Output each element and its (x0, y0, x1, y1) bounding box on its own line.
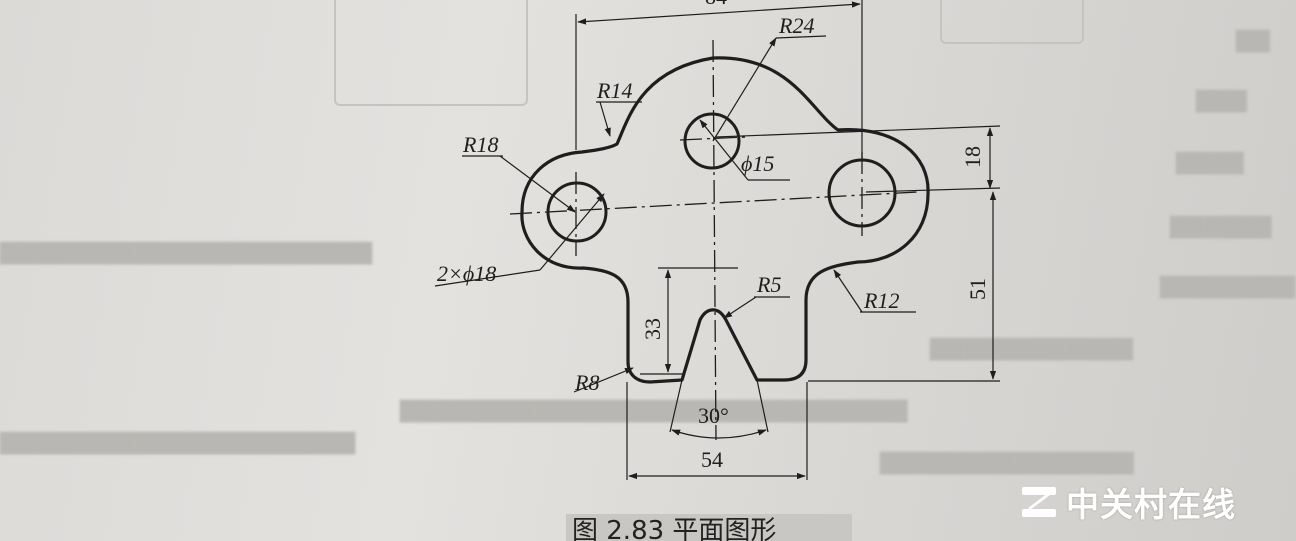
dim-r24: R24 (778, 13, 814, 38)
ghost-text-6: ▇▇▇▇▇▇▇▇▇▇▇▇ (930, 336, 1134, 361)
dim-r12: R12 (863, 288, 899, 313)
holes (546, 112, 897, 243)
ghost-text-1: ▇▇ (1236, 28, 1270, 53)
zol-logo-icon (1022, 487, 1056, 517)
dimension-lines (434, 0, 1001, 480)
dim-r5: R5 (756, 272, 781, 297)
ghost-frame-left (334, 0, 528, 106)
watermark: 中关村在线 (1020, 480, 1236, 524)
ghost-text-2: ▇▇▇ (1196, 88, 1247, 113)
ghost-text-7: ▇▇▇▇▇▇▇▇▇▇▇▇▇▇▇▇▇▇▇▇▇▇▇▇▇▇▇▇▇▇ (400, 398, 908, 423)
left-hole (546, 181, 608, 243)
dim-r8: R8 (574, 370, 599, 395)
top-hole-horizontal-axis (679, 136, 747, 141)
dim-phi15: ϕ15 (741, 151, 774, 176)
watermark-text: 中关村在线 (1066, 485, 1236, 524)
ghost-text-3: ▇▇▇▇ (1176, 150, 1244, 175)
ghost-text-5: ▇▇▇▇▇▇▇▇ (1160, 274, 1296, 299)
dim-r18: R18 (462, 132, 498, 157)
dim-51: 51 (965, 278, 990, 300)
figure-caption: 图 2.83 平面图形 (566, 514, 852, 541)
dim-18: 18 (960, 146, 985, 168)
vertical-center-line (712, 39, 717, 441)
ghost-text-9: ▇▇▇▇▇▇▇▇▇▇▇▇▇▇▇ (880, 450, 1134, 475)
part-outline (520, 56, 930, 384)
ghost-text-4: ▇▇▇▇▇▇ (1170, 214, 1272, 239)
ghost-text-8: ▇▇▇▇▇▇▇▇▇▇▇▇▇▇▇▇▇▇▇▇▇ (0, 430, 356, 455)
dim-54: 54 (701, 447, 723, 472)
ghost-frame-right (940, 0, 1084, 44)
dim-r14: R14 (596, 78, 632, 103)
top-hole (683, 112, 741, 170)
dim-33: 33 (640, 318, 665, 340)
ghost-text-10: ▇▇▇▇▇▇▇▇▇▇▇▇▇▇▇▇▇▇▇▇▇▇ (0, 240, 373, 265)
dim-2-holes: 2×ϕ18 (437, 261, 496, 286)
dim-angle: 30° (698, 403, 729, 428)
horizontal-center-line (509, 191, 919, 215)
dim-top-width: 84 (705, 0, 727, 9)
